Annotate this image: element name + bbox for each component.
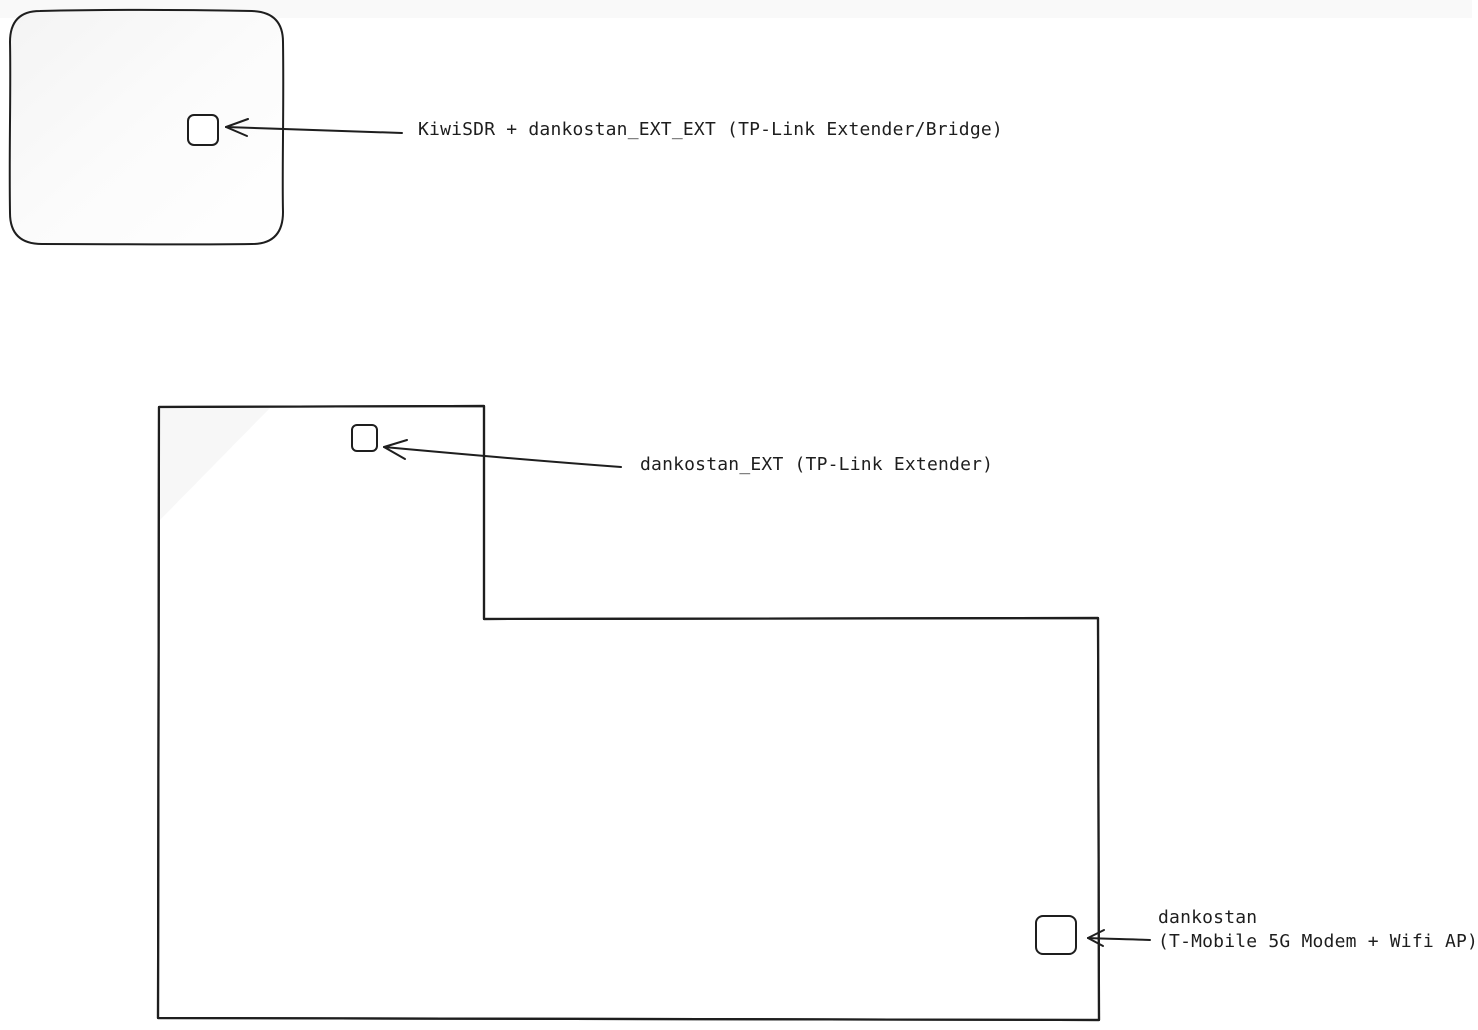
kiwisdr-device-box[interactable] xyxy=(187,114,219,146)
main-house-outline[interactable] xyxy=(156,404,1101,1022)
detached-building-outline[interactable] xyxy=(8,8,285,246)
main-house-shading xyxy=(160,408,270,520)
canvas-top-strip xyxy=(0,0,1472,18)
extender-arrow xyxy=(383,439,622,468)
main-house-outline-overlay xyxy=(156,404,1101,1022)
modem-description-label[interactable]: (T-Mobile 5G Modem + Wifi AP) xyxy=(1158,931,1478,952)
kiwisdr-bridge-label[interactable]: KiwiSDR + dankostan_EXT_EXT (TP-Link Ext… xyxy=(418,119,1003,140)
extender-device-box[interactable] xyxy=(351,424,378,452)
extender-label[interactable]: dankostan_EXT (TP-Link Extender) xyxy=(640,454,994,475)
modem-name-label[interactable]: dankostan xyxy=(1158,907,1258,928)
modem-arrow xyxy=(1087,929,1151,947)
modem-device-box[interactable] xyxy=(1035,915,1077,955)
kiwisdr-arrow xyxy=(225,118,403,137)
